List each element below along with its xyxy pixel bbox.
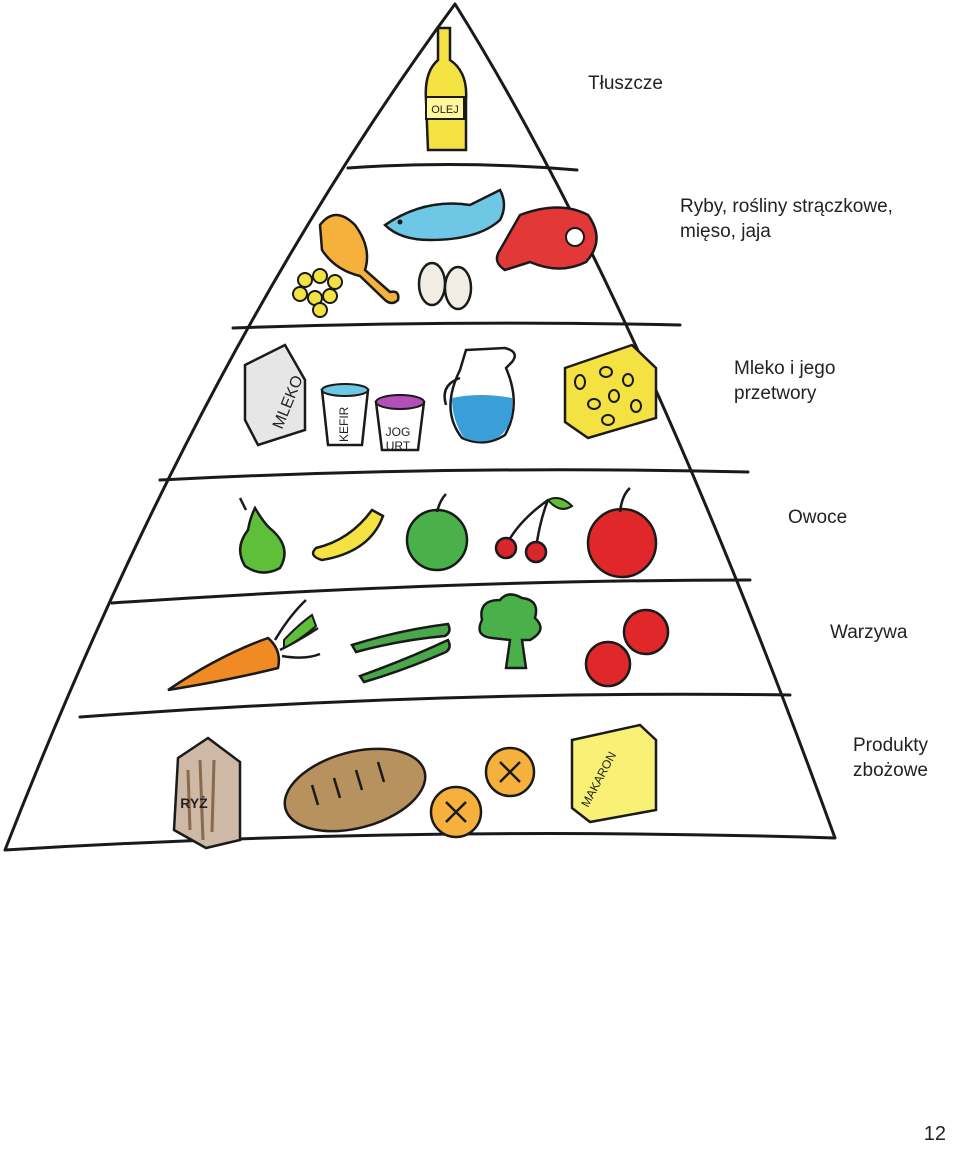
divider-5 bbox=[78, 692, 792, 719]
divider-4 bbox=[110, 578, 752, 605]
cherries-icon bbox=[494, 497, 574, 564]
tier-label-vegetables: Warzywa bbox=[830, 622, 908, 643]
oil-label: OLEJ bbox=[431, 104, 459, 116]
green-beans-icon bbox=[350, 622, 451, 684]
pasta-box-icon: MAKARON bbox=[570, 723, 658, 824]
broccoli-icon bbox=[478, 593, 542, 670]
banana-icon bbox=[311, 508, 385, 562]
milk-carton-icon: MLEKO bbox=[243, 343, 307, 447]
bread-rolls-icon bbox=[429, 746, 536, 839]
yogurt-label-line2: URT bbox=[386, 439, 411, 453]
eggs-icon bbox=[417, 261, 473, 311]
bread-loaf-icon bbox=[283, 747, 427, 833]
tier-label-fats: Tłuszcze bbox=[588, 73, 663, 94]
chicken-leg-icon bbox=[318, 213, 400, 305]
divider-2 bbox=[231, 321, 682, 330]
milk-jug-icon bbox=[443, 346, 517, 444]
yogurt-label-line1: JOG bbox=[386, 425, 411, 439]
steak-icon bbox=[495, 206, 598, 272]
yogurt-cup-icon: JOG URT bbox=[374, 394, 426, 453]
cheese-icon bbox=[563, 343, 658, 440]
kefir-label: KEFIR bbox=[337, 406, 351, 442]
green-apple-icon bbox=[405, 493, 469, 572]
beans-icon bbox=[292, 268, 343, 318]
fish-icon bbox=[383, 188, 506, 242]
rice-label: RYŻ bbox=[180, 795, 208, 811]
red-apple-icon bbox=[586, 487, 658, 579]
divider-3 bbox=[158, 468, 750, 482]
pear-icon bbox=[238, 497, 286, 574]
oil-bottle-icon: OLEJ bbox=[424, 26, 468, 152]
tier-label-fruits: Owoce bbox=[788, 507, 848, 528]
tier-label-grains: Produkty zbożowe bbox=[853, 735, 928, 781]
page-number: 12 bbox=[923, 1123, 946, 1145]
carrot-icon bbox=[167, 599, 321, 692]
tier-label-dairy: Mleko i jego przetwory bbox=[734, 358, 836, 404]
kefir-cup-icon: KEFIR bbox=[320, 383, 370, 447]
tomatoes-icon bbox=[584, 608, 670, 688]
divider-1 bbox=[346, 162, 579, 172]
tier-label-proteins: Ryby, rośliny strączkowe, mięso, jaja bbox=[680, 196, 893, 242]
rice-bag-icon: RYŻ bbox=[172, 736, 242, 850]
tier-dividers bbox=[78, 162, 792, 719]
